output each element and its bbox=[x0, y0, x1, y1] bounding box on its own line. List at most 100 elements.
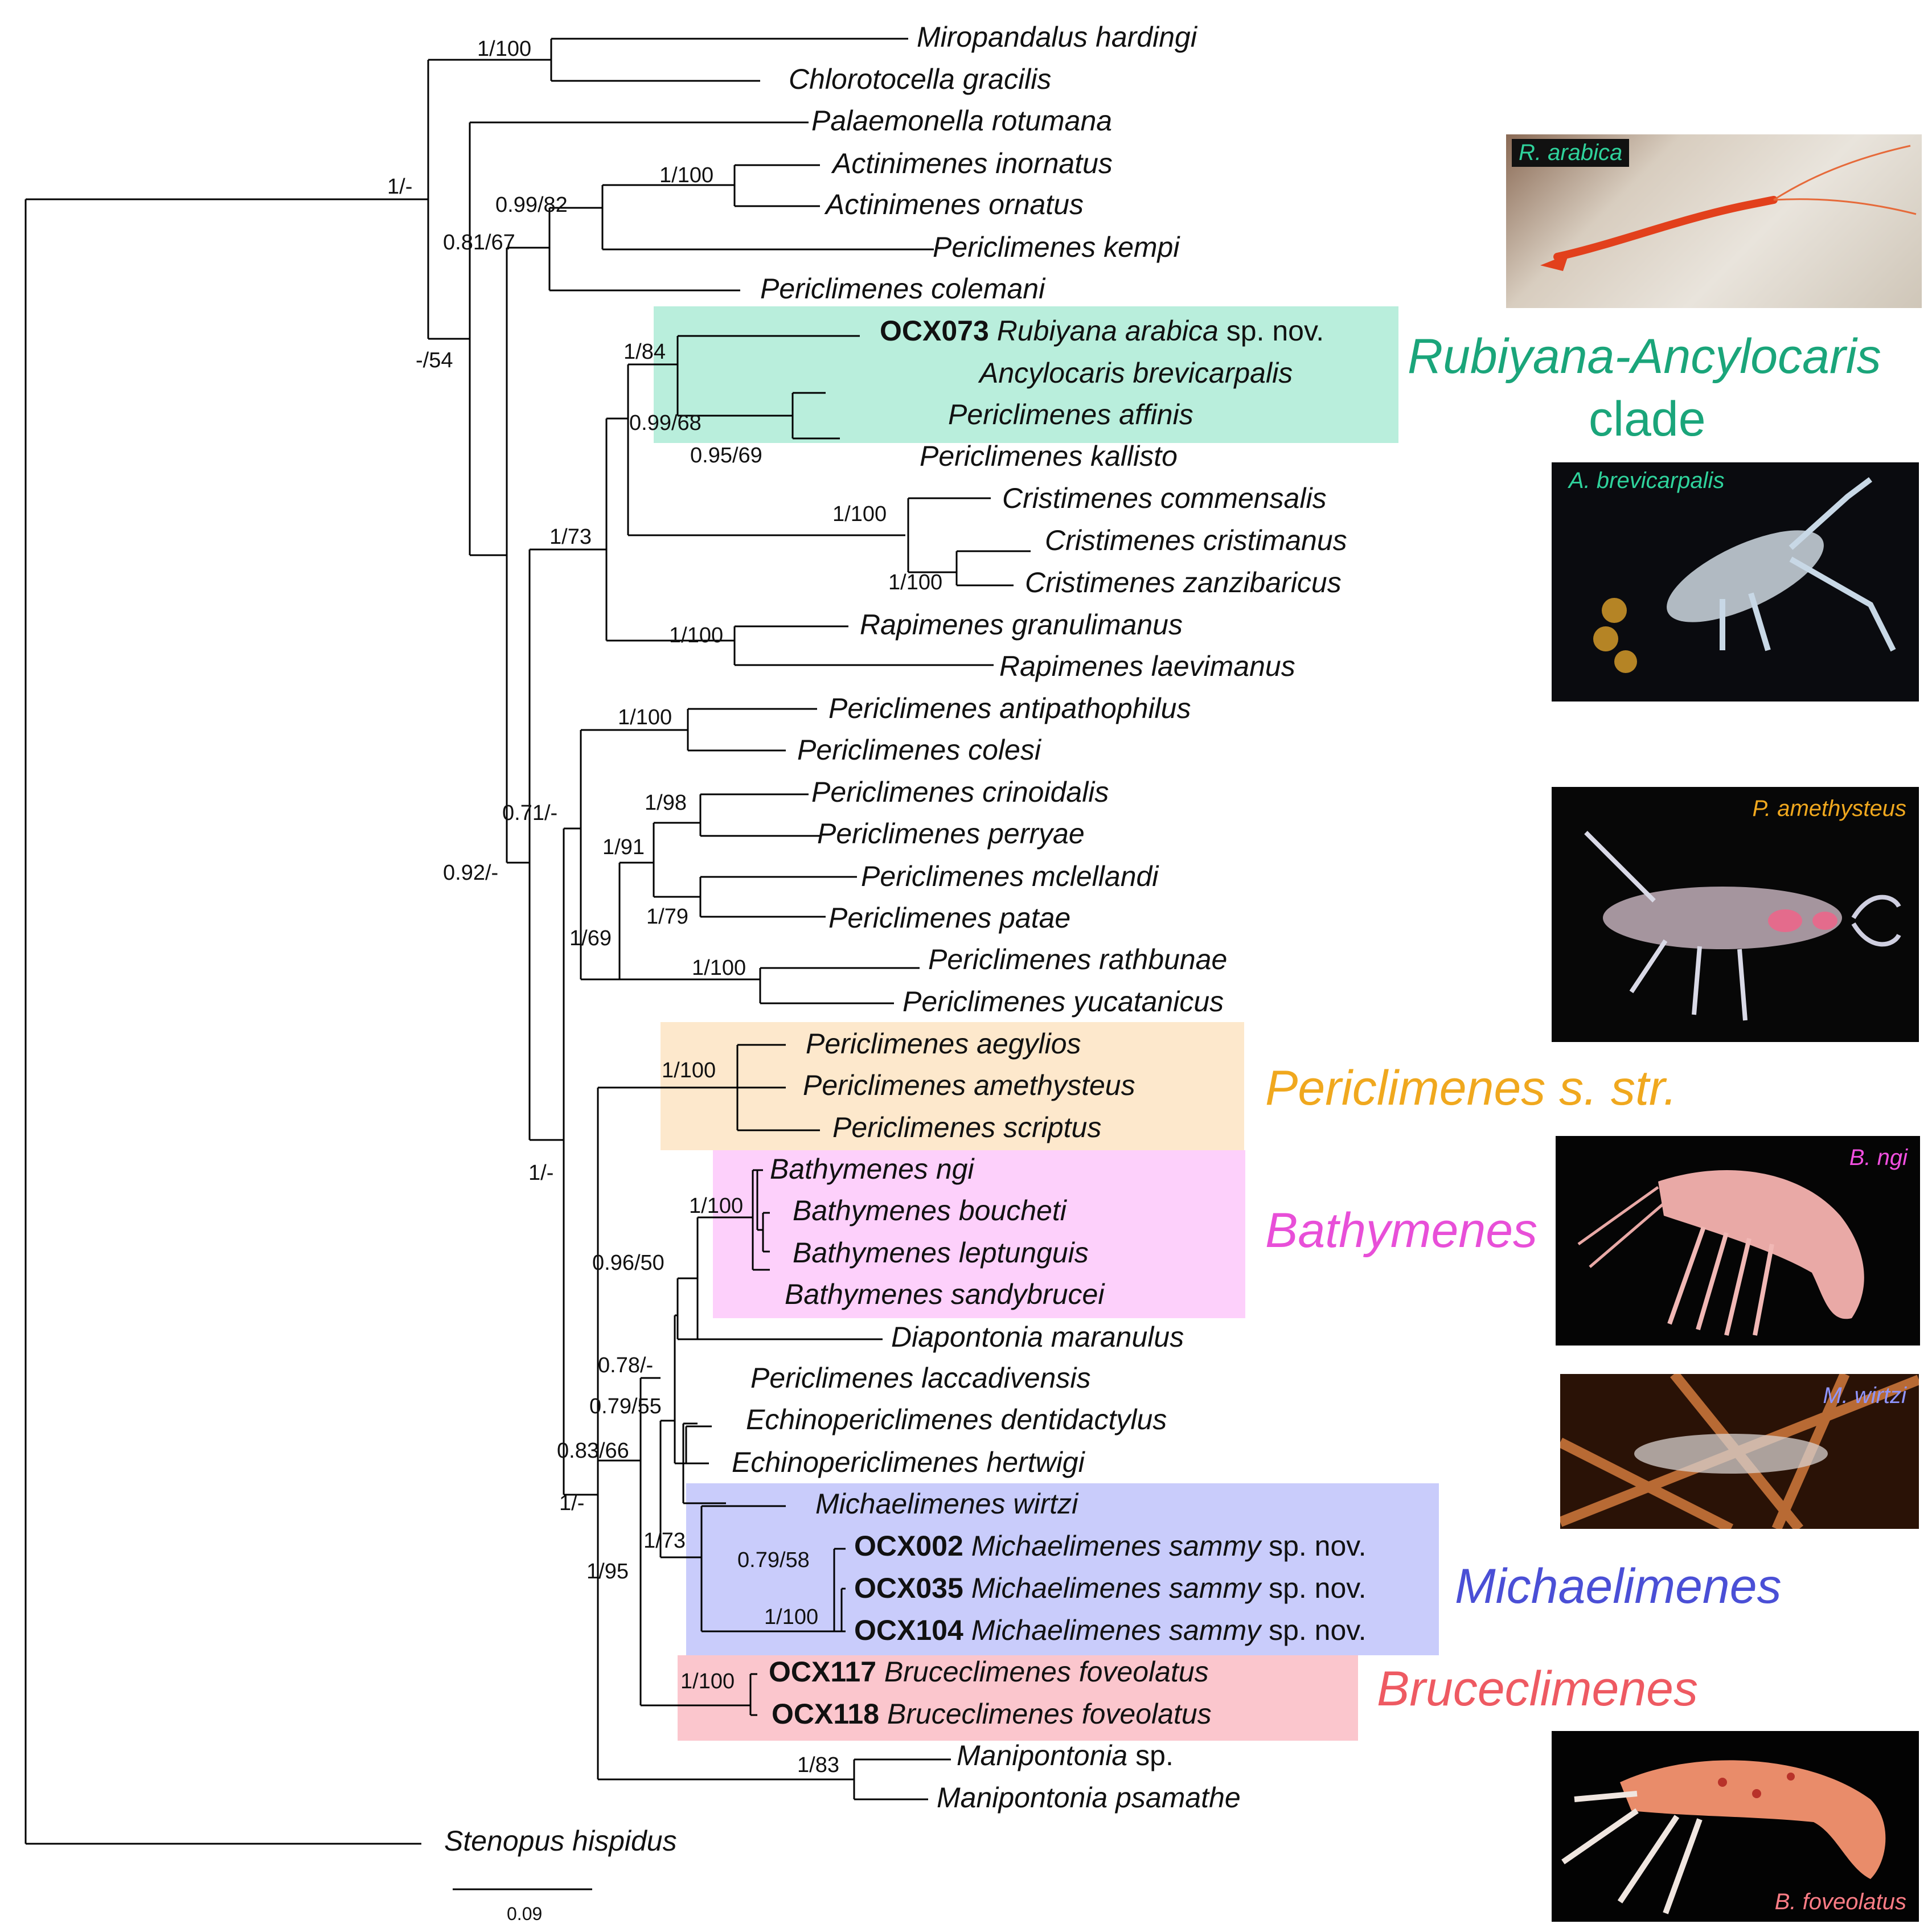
taxon-label: Cristimenes commensalis bbox=[1002, 482, 1327, 514]
taxon-label: Bathymenes sandybrucei bbox=[785, 1278, 1105, 1310]
support-value: 1/69 bbox=[569, 926, 612, 950]
taxon-label: Bathymenes ngi bbox=[770, 1153, 975, 1185]
support-value: 0.78/- bbox=[598, 1353, 653, 1377]
bathymenes-clade-box bbox=[713, 1150, 1245, 1318]
specimen-photo-bathymenes-ngi: B. ngi bbox=[1556, 1136, 1920, 1346]
support-value: 1/- bbox=[528, 1161, 553, 1185]
shrimp-photo-icon bbox=[1577, 1170, 1864, 1336]
taxon-label: Periclimenes kempi bbox=[933, 231, 1180, 263]
support-value: 1/100 bbox=[888, 571, 942, 594]
periclimenes-clade-box bbox=[661, 1022, 1244, 1150]
support-value: 1/- bbox=[387, 175, 412, 199]
taxon-label: Periclimenes colesi bbox=[797, 734, 1042, 766]
rubiyana-clade-label: Rubiyana-Ancylocaris bbox=[1408, 329, 1881, 384]
shrimp-photo-icon bbox=[1561, 1760, 1886, 1914]
tree-branches bbox=[24, 38, 1031, 1845]
taxon-label: Periclimenes rathbunae bbox=[928, 944, 1227, 975]
support-value: 0.96/50 bbox=[592, 1251, 664, 1275]
photo-label: P. amethysteus bbox=[1752, 796, 1906, 821]
support-value: 1/100 bbox=[669, 624, 723, 647]
support-value: 1/79 bbox=[646, 905, 688, 929]
support-value: 1/100 bbox=[764, 1605, 818, 1629]
taxon-label: Periclimenes colemani bbox=[760, 273, 1046, 305]
support-value: 1/100 bbox=[680, 1670, 735, 1693]
support-value: 1/100 bbox=[692, 956, 746, 980]
taxon-label: Actinimenes ornatus bbox=[824, 188, 1084, 220]
support-value: 1/100 bbox=[618, 705, 672, 729]
taxon-label: Periclimenes yucatanicus bbox=[903, 986, 1224, 1018]
taxon-label: Periclimenes crinoidalis bbox=[811, 776, 1109, 808]
support-value: 1/100 bbox=[659, 163, 713, 187]
taxon-label: Rapimenes granulimanus bbox=[860, 609, 1183, 641]
specimen-photo-ancylocaris-brevicarpalis: A. brevicarpalis bbox=[1552, 462, 1919, 702]
taxon-label: Periclimenes laccadivensis bbox=[750, 1362, 1090, 1394]
bruceclimenes-clade-box bbox=[678, 1655, 1358, 1741]
rubiyana-clade-label-line2: clade bbox=[1589, 392, 1706, 446]
support-value: 0.99/82 bbox=[495, 193, 568, 217]
support-value: 0.83/66 bbox=[557, 1439, 629, 1463]
taxon-label: OCX117 Bruceclimenes foveolatus bbox=[769, 1656, 1209, 1688]
support-value: 1/84 bbox=[624, 340, 666, 364]
shrimp-photo-icon bbox=[1584, 831, 1901, 1021]
taxon-label: Michaelimenes wirtzi bbox=[815, 1488, 1079, 1520]
taxon-label: OCX073 Rubiyana arabica sp. nov. bbox=[880, 315, 1324, 347]
clade-labels: Rubiyana-Ancylocaris clade Periclimenes … bbox=[1265, 329, 1881, 1716]
support-value: 1/100 bbox=[662, 1059, 716, 1082]
michaelimenes-clade-label: Michaelimenes bbox=[1455, 1559, 1782, 1614]
specimen-photo-periclimenes-amethysteus: P. amethysteus bbox=[1552, 787, 1919, 1042]
taxon-label: Periclimenes amethysteus bbox=[803, 1069, 1135, 1101]
support-value: 0.81/67 bbox=[443, 231, 515, 255]
taxon-label: Stenopus hispidus bbox=[444, 1825, 677, 1857]
support-value: 1/100 bbox=[832, 502, 887, 526]
taxon-label: Bathymenes leptunguis bbox=[793, 1237, 1089, 1269]
taxon-label: Chlorotocella gracilis bbox=[789, 63, 1051, 95]
photo-label: M. wirtzi bbox=[1823, 1383, 1906, 1408]
taxon-label: Periclimenes scriptus bbox=[832, 1111, 1101, 1143]
rubiyana-clade-box bbox=[654, 306, 1398, 443]
shrimp-photo-icon bbox=[1540, 145, 1917, 271]
specimen-photo-rubiyana-arabica: R. arabica bbox=[1506, 134, 1922, 308]
taxon-label: Manipontonia psamathe bbox=[937, 1782, 1241, 1814]
support-value: 1/83 bbox=[797, 1753, 839, 1777]
taxon-label: Periclimenes kallisto bbox=[920, 440, 1178, 472]
michaelimenes-clade-box bbox=[686, 1483, 1439, 1655]
support-value: 1/- bbox=[559, 1491, 584, 1515]
support-value: 0.79/58 bbox=[737, 1548, 810, 1572]
taxon-label: Diapontonia maranulus bbox=[891, 1321, 1184, 1353]
bruceclimenes-clade-label: Bruceclimenes bbox=[1377, 1662, 1698, 1716]
taxon-labels: Miropandalus hardingi Chlorotocella grac… bbox=[444, 21, 1366, 1857]
taxon-label: OCX002 Michaelimenes sammy sp. nov. bbox=[854, 1530, 1366, 1562]
taxon-label: Periclimenes mclellandi bbox=[861, 860, 1159, 892]
taxon-label: Rapimenes laevimanus bbox=[999, 650, 1295, 682]
support-value: 1/100 bbox=[689, 1194, 743, 1218]
support-value: 0.95/69 bbox=[690, 444, 762, 467]
taxon-label: Palaemonella rotumana bbox=[811, 105, 1112, 137]
specimen-photo-michaelimenes-wirtzi: M. wirtzi bbox=[1560, 1374, 1919, 1529]
support-value: 1/91 bbox=[602, 835, 645, 859]
support-value: 1/98 bbox=[645, 791, 687, 815]
photo-label: A. brevicarpalis bbox=[1569, 468, 1725, 493]
taxon-label: Ancylocaris brevicarpalis bbox=[978, 357, 1293, 389]
support-value: 0.99/68 bbox=[629, 411, 702, 435]
photo-label: B. foveolatus bbox=[1774, 1889, 1906, 1914]
support-value: 1/73 bbox=[643, 1529, 686, 1553]
taxon-label: Echinopericlimenes dentidactylus bbox=[746, 1404, 1167, 1435]
taxon-label: OCX104 Michaelimenes sammy sp. nov. bbox=[854, 1614, 1366, 1646]
periclimenes-clade-label: Periclimenes s. str. bbox=[1265, 1061, 1677, 1115]
taxon-label: Cristimenes cristimanus bbox=[1045, 524, 1347, 556]
support-value: 1/100 bbox=[477, 37, 531, 61]
support-value: -/54 bbox=[416, 348, 453, 372]
support-values: 1/100 1/- -/54 0.81/67 0.99/82 1/100 1/8… bbox=[387, 37, 942, 1777]
taxon-label: OCX035 Michaelimenes sammy sp. nov. bbox=[854, 1572, 1366, 1604]
shrimp-photo-icon bbox=[1560, 1374, 1919, 1529]
photo-label: B. ngi bbox=[1849, 1145, 1908, 1170]
taxon-label: Periclimenes aegylios bbox=[806, 1028, 1081, 1060]
taxon-label: Periclimenes antipathophilus bbox=[828, 692, 1191, 724]
support-value: 1/73 bbox=[549, 525, 592, 549]
specimen-photo-bruceclimenes-foveolatus: B. foveolatus bbox=[1552, 1731, 1919, 1922]
taxon-label: Bathymenes boucheti bbox=[793, 1195, 1068, 1227]
taxon-label: Periclimenes perryae bbox=[817, 818, 1085, 850]
scale-bar-label: 0.09 bbox=[507, 1904, 542, 1924]
support-value: 0.71/- bbox=[502, 801, 557, 825]
